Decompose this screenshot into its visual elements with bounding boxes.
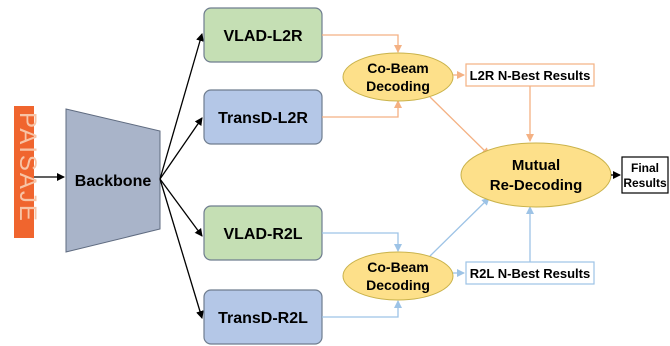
backbone-to-transd-l2r-arrow	[159, 117, 203, 180]
transd-l2r-label: TransD-L2R	[218, 110, 308, 127]
backbone-to-vlad-l2r-arrow	[159, 33, 204, 180]
vlad-r2l-node: VLAD-R2L	[203, 205, 323, 261]
transd-r2l-node: TransD-R2L	[203, 289, 323, 345]
final-results-line2: Results	[623, 176, 667, 190]
mutual-line1: Mutual	[512, 157, 560, 174]
transd-l2r-to-cobeam-arrow	[322, 100, 402, 118]
co-beam-decoding-bottom-node: Co-Beam Decoding	[342, 251, 454, 301]
co-beam-top-line2: Decoding	[366, 78, 430, 94]
backbone-block	[65, 108, 161, 253]
vlad-l2r-label: VLAD-L2R	[223, 28, 303, 45]
vlad-r2l-label: VLAD-R2L	[223, 226, 302, 243]
r2l-nbest-results-box: R2L N-Best Results	[465, 261, 595, 285]
transd-r2l-label: TransD-R2L	[218, 310, 308, 327]
input-image-text: PAISAJE	[14, 112, 41, 223]
vlad-r2l-to-cobeam-arrow	[322, 232, 402, 252]
input-image: PAISAJE	[14, 106, 41, 238]
final-results-line1: Final	[631, 161, 659, 175]
backbone-to-transd-r2l-arrow	[159, 178, 204, 319]
vlad-l2r-node: VLAD-L2R	[203, 7, 323, 63]
backbone-to-vlad-r2l-arrow	[159, 178, 203, 237]
co-beam-bottom-line2: Decoding	[366, 277, 430, 293]
l2r-nbest-results-box: L2R N-Best Results	[465, 63, 595, 87]
co-beam-bottom-line1: Co-Beam	[367, 259, 428, 275]
mutual-line2: Re-Decoding	[490, 177, 583, 194]
r2l-nbest-results-label: R2L N-Best Results	[470, 266, 590, 281]
cobeam-top-to-mutual-arrow	[429, 96, 490, 156]
transd-r2l-to-cobeam-arrow	[322, 300, 402, 318]
l2r-nbest-results-label: L2R N-Best Results	[470, 68, 591, 83]
co-beam-decoding-top-node: Co-Beam Decoding	[342, 52, 454, 102]
cobeam-bottom-to-mutual-arrow	[429, 197, 490, 257]
vlad-l2r-to-cobeam-arrow	[322, 34, 402, 53]
mutual-re-decoding-node: Mutual Re-Decoding	[460, 142, 612, 208]
co-beam-top-line1: Co-Beam	[367, 60, 428, 76]
transd-l2r-node: TransD-L2R	[203, 89, 323, 145]
backbone-label: Backbone	[75, 173, 152, 190]
final-results-box: Final Results	[621, 156, 669, 194]
